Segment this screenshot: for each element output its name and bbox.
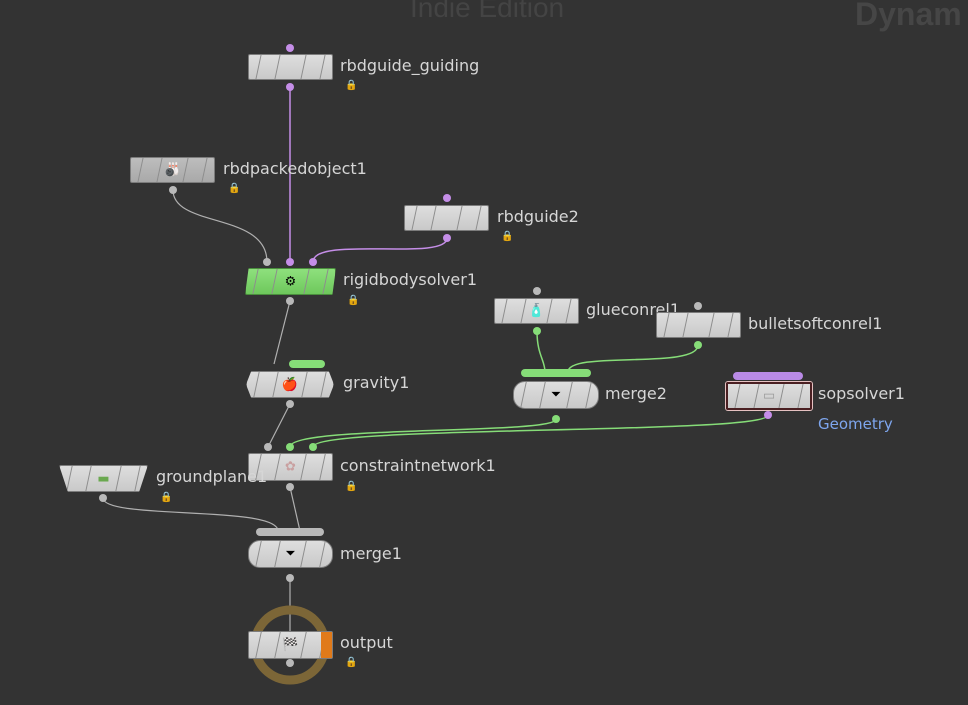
node-sopsolver1[interactable]: ▭	[726, 382, 812, 410]
wire-bulletsoftconrel1-to-merge2[interactable]	[567, 344, 699, 373]
node-rbdpackedobject1[interactable]: 🎳	[130, 157, 215, 183]
node-rigidbodysolver1[interactable]: ⚙	[245, 268, 336, 295]
gravity1-output[interactable]	[286, 400, 294, 408]
node-label: sopsolver1	[818, 384, 905, 403]
rigidbodysolver1-input-3[interactable]	[309, 258, 317, 266]
rigidbodysolver1-output[interactable]	[286, 297, 294, 305]
glue-bottle-icon: 🧴	[528, 303, 545, 319]
funnel-icon: ⏷	[285, 546, 296, 562]
node-constraintnetwork1[interactable]: ✿	[248, 453, 333, 481]
rbdguide2-input[interactable]	[443, 194, 451, 202]
rbdpackedobject1-output[interactable]	[169, 186, 177, 194]
node-merge1[interactable]: ⏷	[248, 540, 333, 568]
glueconrel1-input[interactable]	[533, 287, 541, 295]
node-label: rbdguide2	[497, 207, 579, 226]
apple-icon: 🍎	[281, 377, 299, 392]
node-label: rbdguide_guiding	[340, 56, 480, 75]
gravity1-input-bar[interactable]	[289, 360, 325, 368]
ground-plane-icon: ▬	[97, 471, 110, 486]
node-label: gravity1	[343, 373, 410, 392]
wire-glueconrel1-to-merge2[interactable]	[536, 330, 546, 373]
edition-watermark: Indie Edition	[410, 0, 565, 23]
context-watermark: Dynam	[855, 0, 962, 32]
lock-icon[interactable]: 🔒	[228, 183, 241, 194]
node-gravity1[interactable]: 🍎	[246, 371, 334, 398]
lock-icon[interactable]: 🔒	[347, 295, 360, 306]
rigid-body-solver-icon: ⚙	[284, 274, 297, 289]
bulletsoftconrel1-input[interactable]	[694, 302, 702, 310]
wire-rbdguide2-to-solver[interactable]	[312, 237, 448, 263]
node-label: groundplane1	[156, 467, 268, 486]
rbdguide2-output[interactable]	[443, 234, 451, 242]
node-label: merge2	[605, 384, 667, 403]
node-label: output	[340, 633, 393, 652]
output-display-flag[interactable]	[321, 632, 332, 658]
lock-icon[interactable]: 🔒	[345, 657, 358, 668]
merge1-output[interactable]	[286, 574, 294, 582]
node-glueconrel1[interactable]: 🧴	[494, 298, 579, 324]
node-output[interactable]: 🏁	[248, 631, 333, 659]
rigidbodysolver1-input-2[interactable]	[286, 258, 294, 266]
sop-solver-icon: ▭	[762, 388, 776, 404]
lock-icon[interactable]: 🔒	[345, 481, 358, 492]
wire-solver-to-gravity[interactable]	[273, 300, 291, 365]
constraintnetwork1-input-1[interactable]	[264, 443, 272, 451]
merge2-output[interactable]	[552, 415, 560, 423]
sopsolver1-input-bar[interactable]	[733, 372, 803, 380]
node-label: rigidbodysolver1	[343, 270, 477, 289]
output-output[interactable]	[286, 659, 294, 667]
constraintnetwork1-output[interactable]	[286, 483, 294, 491]
wire-merge2-to-constraintnetwork[interactable]	[289, 418, 557, 448]
node-groundplane1[interactable]: ▬	[59, 465, 148, 492]
checkered-flag-icon: 🏁	[282, 637, 299, 653]
groundplane1-output[interactable]	[99, 494, 107, 502]
node-label: rbdpackedobject1	[223, 159, 367, 178]
lock-icon[interactable]: 🔒	[345, 80, 358, 91]
wire-sopsolver1-to-constraintnetwork[interactable]	[312, 414, 769, 448]
merge1-input-bar[interactable]	[256, 528, 324, 536]
node-rbdguide2[interactable]	[404, 205, 489, 231]
bulletsoftconrel1-output[interactable]	[694, 341, 702, 349]
node-merge2[interactable]: ⏷	[513, 381, 599, 409]
glueconrel1-output[interactable]	[533, 327, 541, 335]
node-label: bulletsoftconrel1	[748, 314, 883, 333]
rbdguide_guiding-output[interactable]	[286, 83, 294, 91]
funnel-icon: ⏷	[550, 387, 562, 403]
rbdguide_guiding-input[interactable]	[286, 44, 294, 52]
bowling-pin-icon: 🎳	[164, 162, 181, 178]
wire-rbdpackedobject1-to-solver[interactable]	[172, 189, 268, 263]
wire-groundplane1-to-merge1[interactable]	[102, 497, 279, 532]
node-rbdguide_guiding[interactable]	[248, 54, 333, 80]
sopsolver1-output[interactable]	[764, 411, 772, 419]
node-label: merge1	[340, 544, 402, 563]
node-bulletsoftconrel1[interactable]	[656, 312, 741, 338]
lock-icon[interactable]: 🔒	[501, 231, 514, 242]
rigidbodysolver1-input-1[interactable]	[263, 258, 271, 266]
wire-gravity-to-constraintnetwork[interactable]	[267, 403, 291, 448]
lock-icon[interactable]: 🔒	[160, 492, 173, 503]
constraintnetwork1-input-3[interactable]	[309, 443, 317, 451]
constraint-network-icon: ✿	[285, 459, 296, 475]
node-subtitle: Geometry	[818, 415, 893, 433]
constraintnetwork1-input-2[interactable]	[286, 443, 294, 451]
merge2-input-bar[interactable]	[521, 369, 591, 377]
wire-constraintnetwork-to-merge1[interactable]	[289, 486, 301, 532]
node-label: constraintnetwork1	[340, 456, 496, 475]
